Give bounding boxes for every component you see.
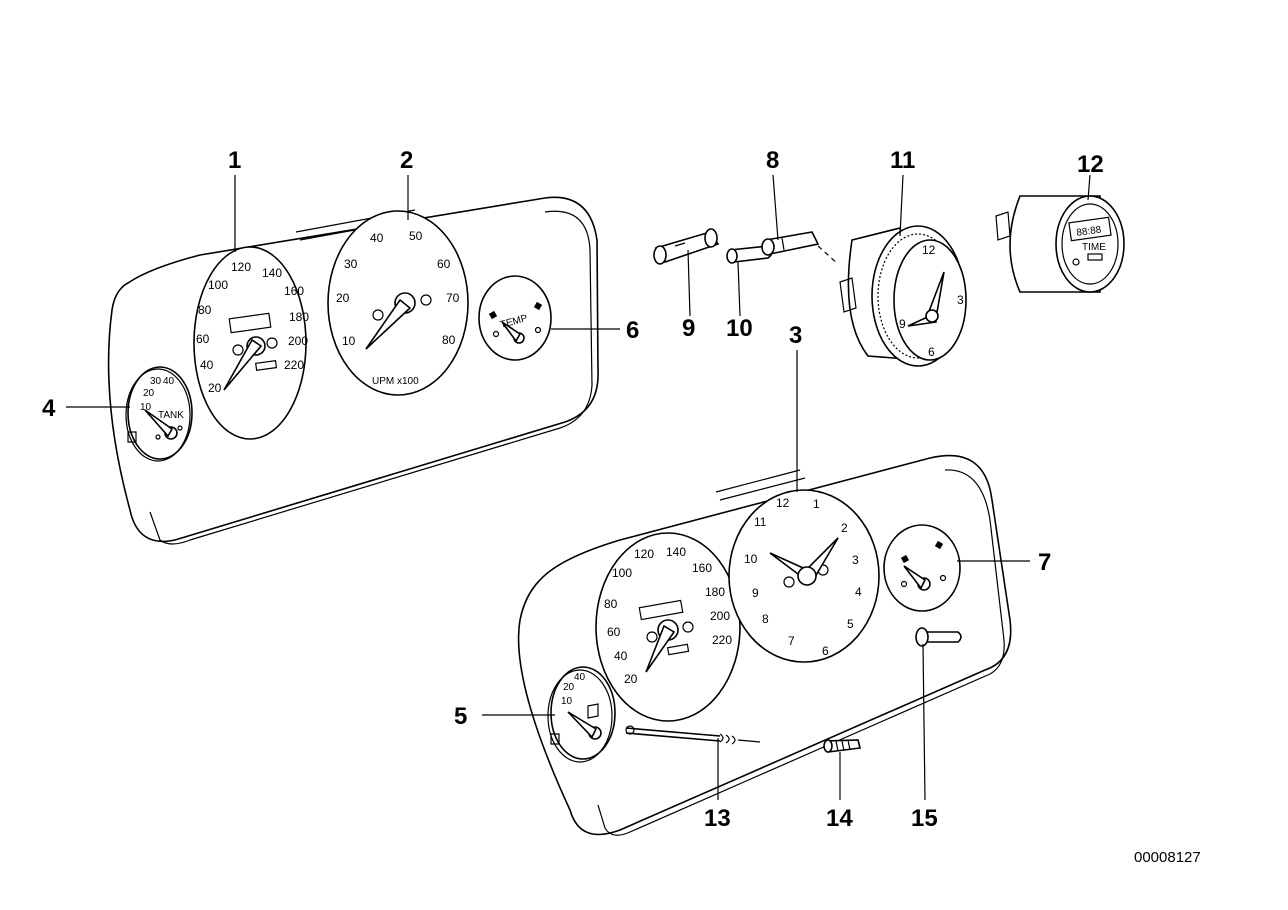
lower-clock: 12 1 2 3 4 5 6 7 8 9 10 11 <box>728 489 880 663</box>
upper-speed-label: 60 <box>196 332 210 346</box>
clock-label: 3 <box>852 553 859 567</box>
callout-9: 9 <box>682 315 695 342</box>
fuel-label: 20 <box>143 388 155 399</box>
callout-15: 15 <box>911 805 938 832</box>
upper-speedometer: 20 40 60 80 100 120 140 160 180 200 220 <box>193 246 309 440</box>
bulb-15 <box>915 627 962 647</box>
tach-label: 40 <box>370 231 384 245</box>
upper-temp-gauge: TEMP <box>478 275 552 361</box>
lower-speed-label: 140 <box>666 545 686 559</box>
lower-speed-label: 180 <box>705 585 725 599</box>
loose-clock-label: 12 <box>922 243 936 257</box>
callout-12: 12 <box>1077 151 1104 178</box>
callout-8: 8 <box>766 147 779 174</box>
loose-clock-label: 3 <box>957 293 964 307</box>
lower-fuel-label: 20 <box>563 682 575 693</box>
lower-cluster-housing <box>517 454 1012 836</box>
tach-label: 60 <box>437 257 451 271</box>
upper-speed-label: 160 <box>284 284 304 298</box>
upper-speed-label: 180 <box>289 310 309 324</box>
clock-label: 2 <box>841 521 848 535</box>
digital-clock-display: 88:88 <box>1076 224 1103 238</box>
callout-labels: 1 2 3 4 5 6 7 8 9 10 11 12 13 14 15 <box>42 147 1104 832</box>
lower-fuel-label: 40 <box>574 672 586 683</box>
clock-label: 6 <box>822 644 829 658</box>
fuel-label: 10 <box>140 402 152 413</box>
clock-label: 1 <box>813 497 820 511</box>
callout-7: 7 <box>1038 549 1051 576</box>
diagram-reference-number: 00008127 <box>1134 849 1201 866</box>
lower-speed-label: 120 <box>634 547 654 561</box>
tach-needle <box>365 298 412 350</box>
clock-label: 7 <box>788 634 795 648</box>
clock-label: 12 <box>776 496 790 510</box>
lower-speed-label: 220 <box>712 633 732 647</box>
callout-11: 11 <box>890 147 915 174</box>
upper-fuel-gauge: 10 20 30 40 TANK <box>125 366 193 462</box>
callout-4: 4 <box>42 395 56 422</box>
loose-clock-label: 6 <box>928 345 935 359</box>
lower-speedometer-needle <box>645 624 676 673</box>
callout-6: 6 <box>626 317 639 344</box>
upper-speed-label: 200 <box>288 334 308 348</box>
lower-speed-label: 80 <box>604 597 618 611</box>
upper-speedometer-needle <box>223 338 263 391</box>
tach-label: 80 <box>442 333 456 347</box>
upper-speed-label: 20 <box>208 381 222 395</box>
clock-label: 10 <box>744 552 758 566</box>
callout-3: 3 <box>789 322 802 349</box>
upper-speedometer-scale: 20 40 60 80 100 120 140 160 180 200 220 <box>196 260 309 395</box>
lower-fuel-label: 10 <box>561 696 573 707</box>
lower-speed-label: 160 <box>692 561 712 575</box>
clock-label: 11 <box>754 515 767 529</box>
lower-speed-label: 40 <box>614 649 628 663</box>
callout-14: 14 <box>826 805 853 832</box>
upper-speed-label: 220 <box>284 358 304 372</box>
tach-label: 50 <box>409 229 423 243</box>
lower-speed-label: 100 <box>612 566 632 580</box>
tach-label: 20 <box>336 291 350 305</box>
leader-lines <box>66 174 1091 801</box>
clock-label: 8 <box>762 612 769 626</box>
upper-tachometer: 10 20 30 40 50 60 70 80 UPM x100 <box>327 210 469 396</box>
digital-clock-label: TIME <box>1082 242 1106 253</box>
bulb-holder-9 <box>653 228 720 265</box>
callout-2: 2 <box>400 147 413 174</box>
speedometer-cable <box>625 725 761 745</box>
upper-speed-label: 100 <box>208 278 228 292</box>
callout-5: 5 <box>454 703 467 730</box>
tach-label: 10 <box>342 334 356 348</box>
upper-speed-label: 140 <box>262 266 282 280</box>
lower-speedometer: 20 40 60 80 100 120 140 160 180 200 220 <box>595 532 741 722</box>
bulb-socket-14 <box>823 739 861 753</box>
lower-speed-label: 200 <box>710 609 730 623</box>
clock-label: 5 <box>847 617 854 631</box>
clock-label: 9 <box>752 586 759 600</box>
fuel-tank-label: TANK <box>158 410 184 421</box>
tach-label: 30 <box>344 257 358 271</box>
tach-label: 70 <box>446 291 460 305</box>
bulb-holder-8 <box>761 231 839 265</box>
callout-13: 13 <box>704 805 731 832</box>
callout-10: 10 <box>726 315 753 342</box>
clock-label: 4 <box>855 585 862 599</box>
digital-clock-12: 88:88 TIME <box>995 195 1125 293</box>
lower-temp-gauge <box>883 524 961 612</box>
lower-speed-label: 20 <box>624 672 638 686</box>
tach-unit-label: UPM x100 <box>372 376 419 387</box>
upper-speed-label: 120 <box>231 260 251 274</box>
analog-clock-11: 12 3 6 9 <box>839 225 967 367</box>
lower-speed-label: 60 <box>607 625 621 639</box>
fuel-label: 30 <box>150 376 162 387</box>
upper-speed-label: 40 <box>200 358 214 372</box>
loose-clock-label: 9 <box>899 317 906 331</box>
fuel-label: 40 <box>163 376 175 387</box>
lower-fuel-gauge: 10 20 40 <box>547 666 616 763</box>
callout-1: 1 <box>228 147 241 174</box>
upper-speed-label: 80 <box>198 303 212 317</box>
